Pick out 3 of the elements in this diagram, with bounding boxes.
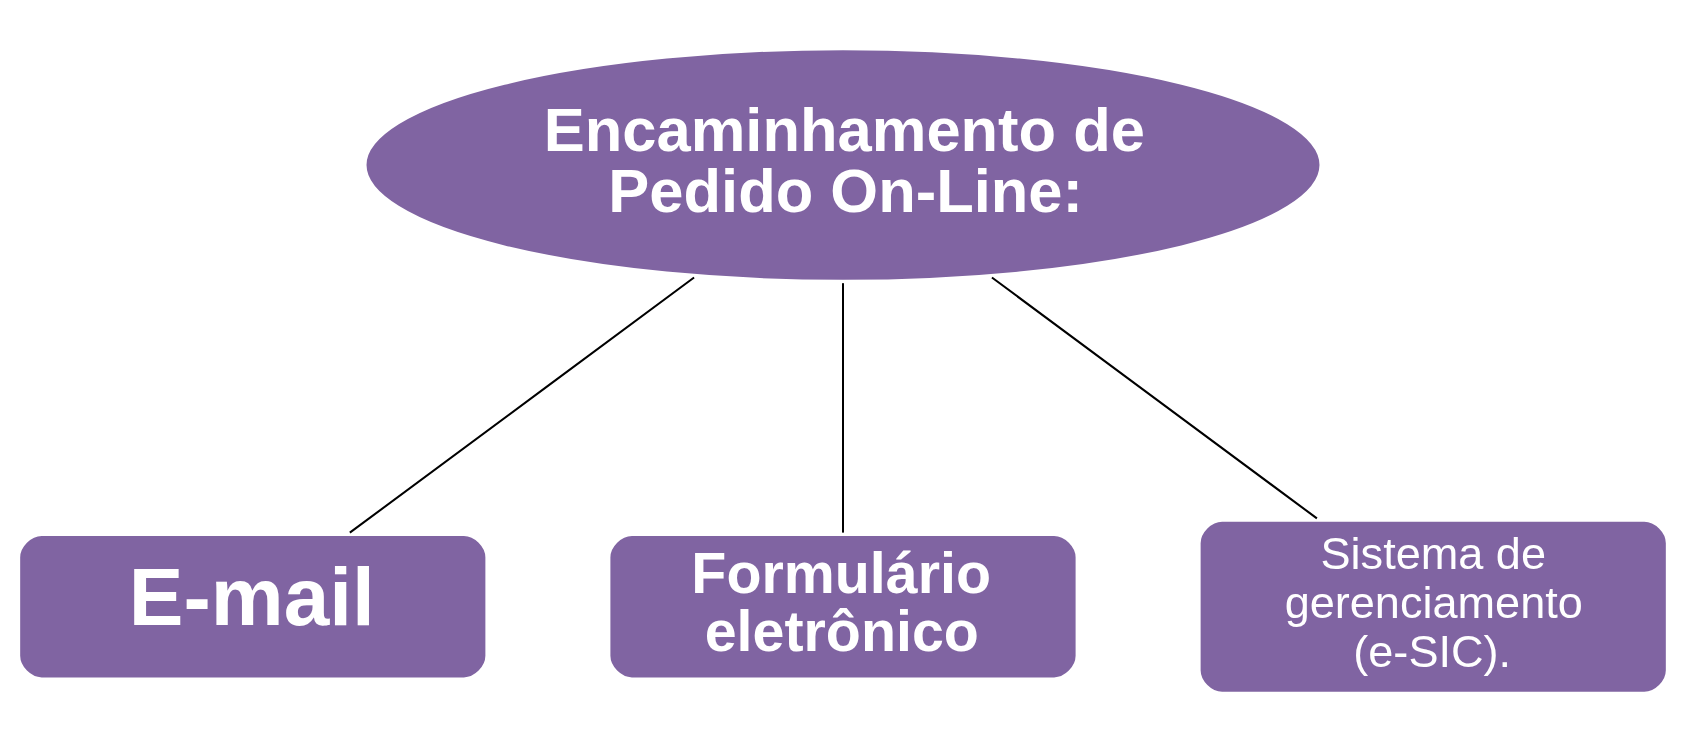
connector (991, 276, 1318, 519)
connector (841, 282, 845, 533)
connector (349, 276, 695, 533)
